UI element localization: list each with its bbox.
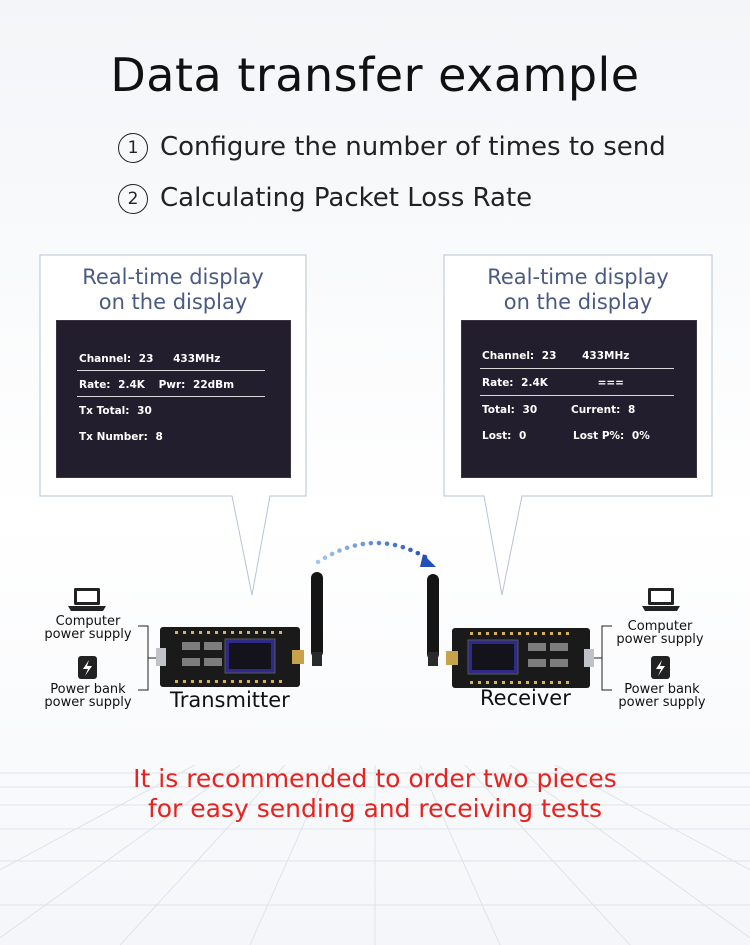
rx-total-label: Total: (482, 404, 515, 416)
receiver-antenna-icon (427, 574, 439, 660)
tx-number-row: Tx Number: 8 (79, 431, 163, 443)
tx-number-value: 8 (155, 431, 163, 443)
right-bank-line1: Power bank (624, 682, 700, 697)
left-computer-power-label: Computer power supply (38, 615, 138, 641)
tx-pwr-label: Pwr: (158, 379, 186, 391)
page-title: Data transfer example (110, 48, 640, 102)
receiver-screen: Channel: 23 433MHz Rate: 2.4K === Total:… (461, 320, 697, 478)
tx-pwr-value: 22dBm (193, 379, 235, 391)
laptop-icon (642, 588, 680, 611)
transmitter-board (156, 572, 323, 687)
tx-channel-row: Channel: 23 433MHz (79, 353, 220, 365)
transmitter-antenna-icon (311, 572, 323, 658)
transmitter-screen: Channel: 23 433MHz Rate: 2.4K Pwr: 22dBm… (56, 320, 291, 478)
tx-number-label: Tx Number: (79, 431, 148, 443)
rx-channel-value: 23 (541, 350, 557, 362)
recommendation-line1: It is recommended to order two pieces (133, 764, 617, 793)
tx-divider-1 (77, 370, 265, 371)
transmitter-caption-line2: on the display (98, 290, 248, 314)
recommendation-note: It is recommended to order two pieces fo… (0, 764, 750, 824)
rx-divider-2 (480, 395, 674, 396)
rx-lost-pct-row: Lost P%: 0% (573, 430, 650, 442)
transmitter-caption-line1: Real-time display (82, 265, 264, 289)
receiver-caption-line1: Real-time display (487, 265, 669, 289)
step-number-1: 1 (118, 133, 148, 163)
floor-grid-decoration (0, 765, 750, 945)
rx-lost-label: Lost: (482, 430, 512, 442)
rx-current-label: Current: (571, 404, 621, 416)
rx-rate-row: Rate: 2.4K === (482, 377, 624, 389)
right-bank-line2: power supply (618, 695, 706, 710)
receiver-caption: Real-time display on the display (444, 265, 712, 315)
power-bank-icon (651, 656, 670, 679)
rx-divider-1 (480, 368, 674, 369)
step-1: 1 Configure the number of times to send (118, 132, 666, 163)
tx-channel-label: Channel: (79, 353, 132, 365)
left-computer-line2: power supply (44, 627, 132, 642)
recommendation-line2: for easy sending and receiving tests (147, 794, 603, 823)
rx-lost-value: 0 (519, 430, 527, 442)
tx-rate-value: 2.4K (118, 379, 145, 391)
tx-total-row: Tx Total: 30 (79, 405, 152, 417)
receiver-board (427, 574, 594, 688)
rx-lost-row: Lost: 0 (482, 430, 526, 442)
tx-total-label: Tx Total: (79, 405, 130, 417)
right-computer-line2: power supply (616, 632, 704, 647)
laptop-icon (68, 588, 106, 611)
right-bank-power-label: Power bank power supply (612, 683, 712, 709)
left-bank-line1: Power bank (50, 682, 126, 697)
rx-current-value: 8 (628, 404, 636, 416)
rx-lost-pct-label: Lost P%: (573, 430, 625, 442)
tx-divider-2 (77, 396, 265, 397)
tx-freq: 433MHz (173, 353, 221, 365)
left-bank-line2: power supply (44, 695, 132, 710)
tx-rate-label: Rate: (79, 379, 111, 391)
left-bank-power-label: Power bank power supply (38, 683, 138, 709)
transmitter-label: Transmitter (170, 688, 290, 712)
transmitter-caption: Real-time display on the display (40, 265, 306, 315)
tx-channel-value: 23 (138, 353, 154, 365)
rx-lost-pct-value: 0% (631, 430, 650, 442)
right-computer-power-label: Computer power supply (610, 620, 710, 646)
rx-channel-label: Channel: (482, 350, 535, 362)
power-bank-icon (78, 656, 97, 679)
tx-rate-row: Rate: 2.4K Pwr: 22dBm (79, 379, 234, 391)
rx-current-row: Current: 8 (571, 404, 635, 416)
step-number-2: 2 (118, 184, 148, 214)
rx-freq: 433MHz (582, 350, 630, 362)
wireless-arrow-icon (315, 540, 436, 567)
left-computer-line1: Computer (55, 614, 121, 629)
rx-rate-value: 2.4K (521, 377, 548, 389)
step-1-text: Configure the number of times to send (160, 132, 666, 162)
rx-total-value: 30 (522, 404, 538, 416)
step-2: 2 Calculating Packet Loss Rate (118, 183, 532, 214)
tx-total-value: 30 (137, 405, 152, 417)
right-computer-line1: Computer (627, 619, 693, 634)
rx-rate-label: Rate: (482, 377, 514, 389)
receiver-caption-line2: on the display (503, 290, 653, 314)
step-2-text: Calculating Packet Loss Rate (160, 183, 533, 213)
receiver-label: Receiver (480, 686, 571, 710)
rx-rate-extra: === (597, 377, 624, 389)
rx-total-row: Total: 30 (482, 404, 537, 416)
rx-channel-row: Channel: 23 433MHz (482, 350, 629, 362)
